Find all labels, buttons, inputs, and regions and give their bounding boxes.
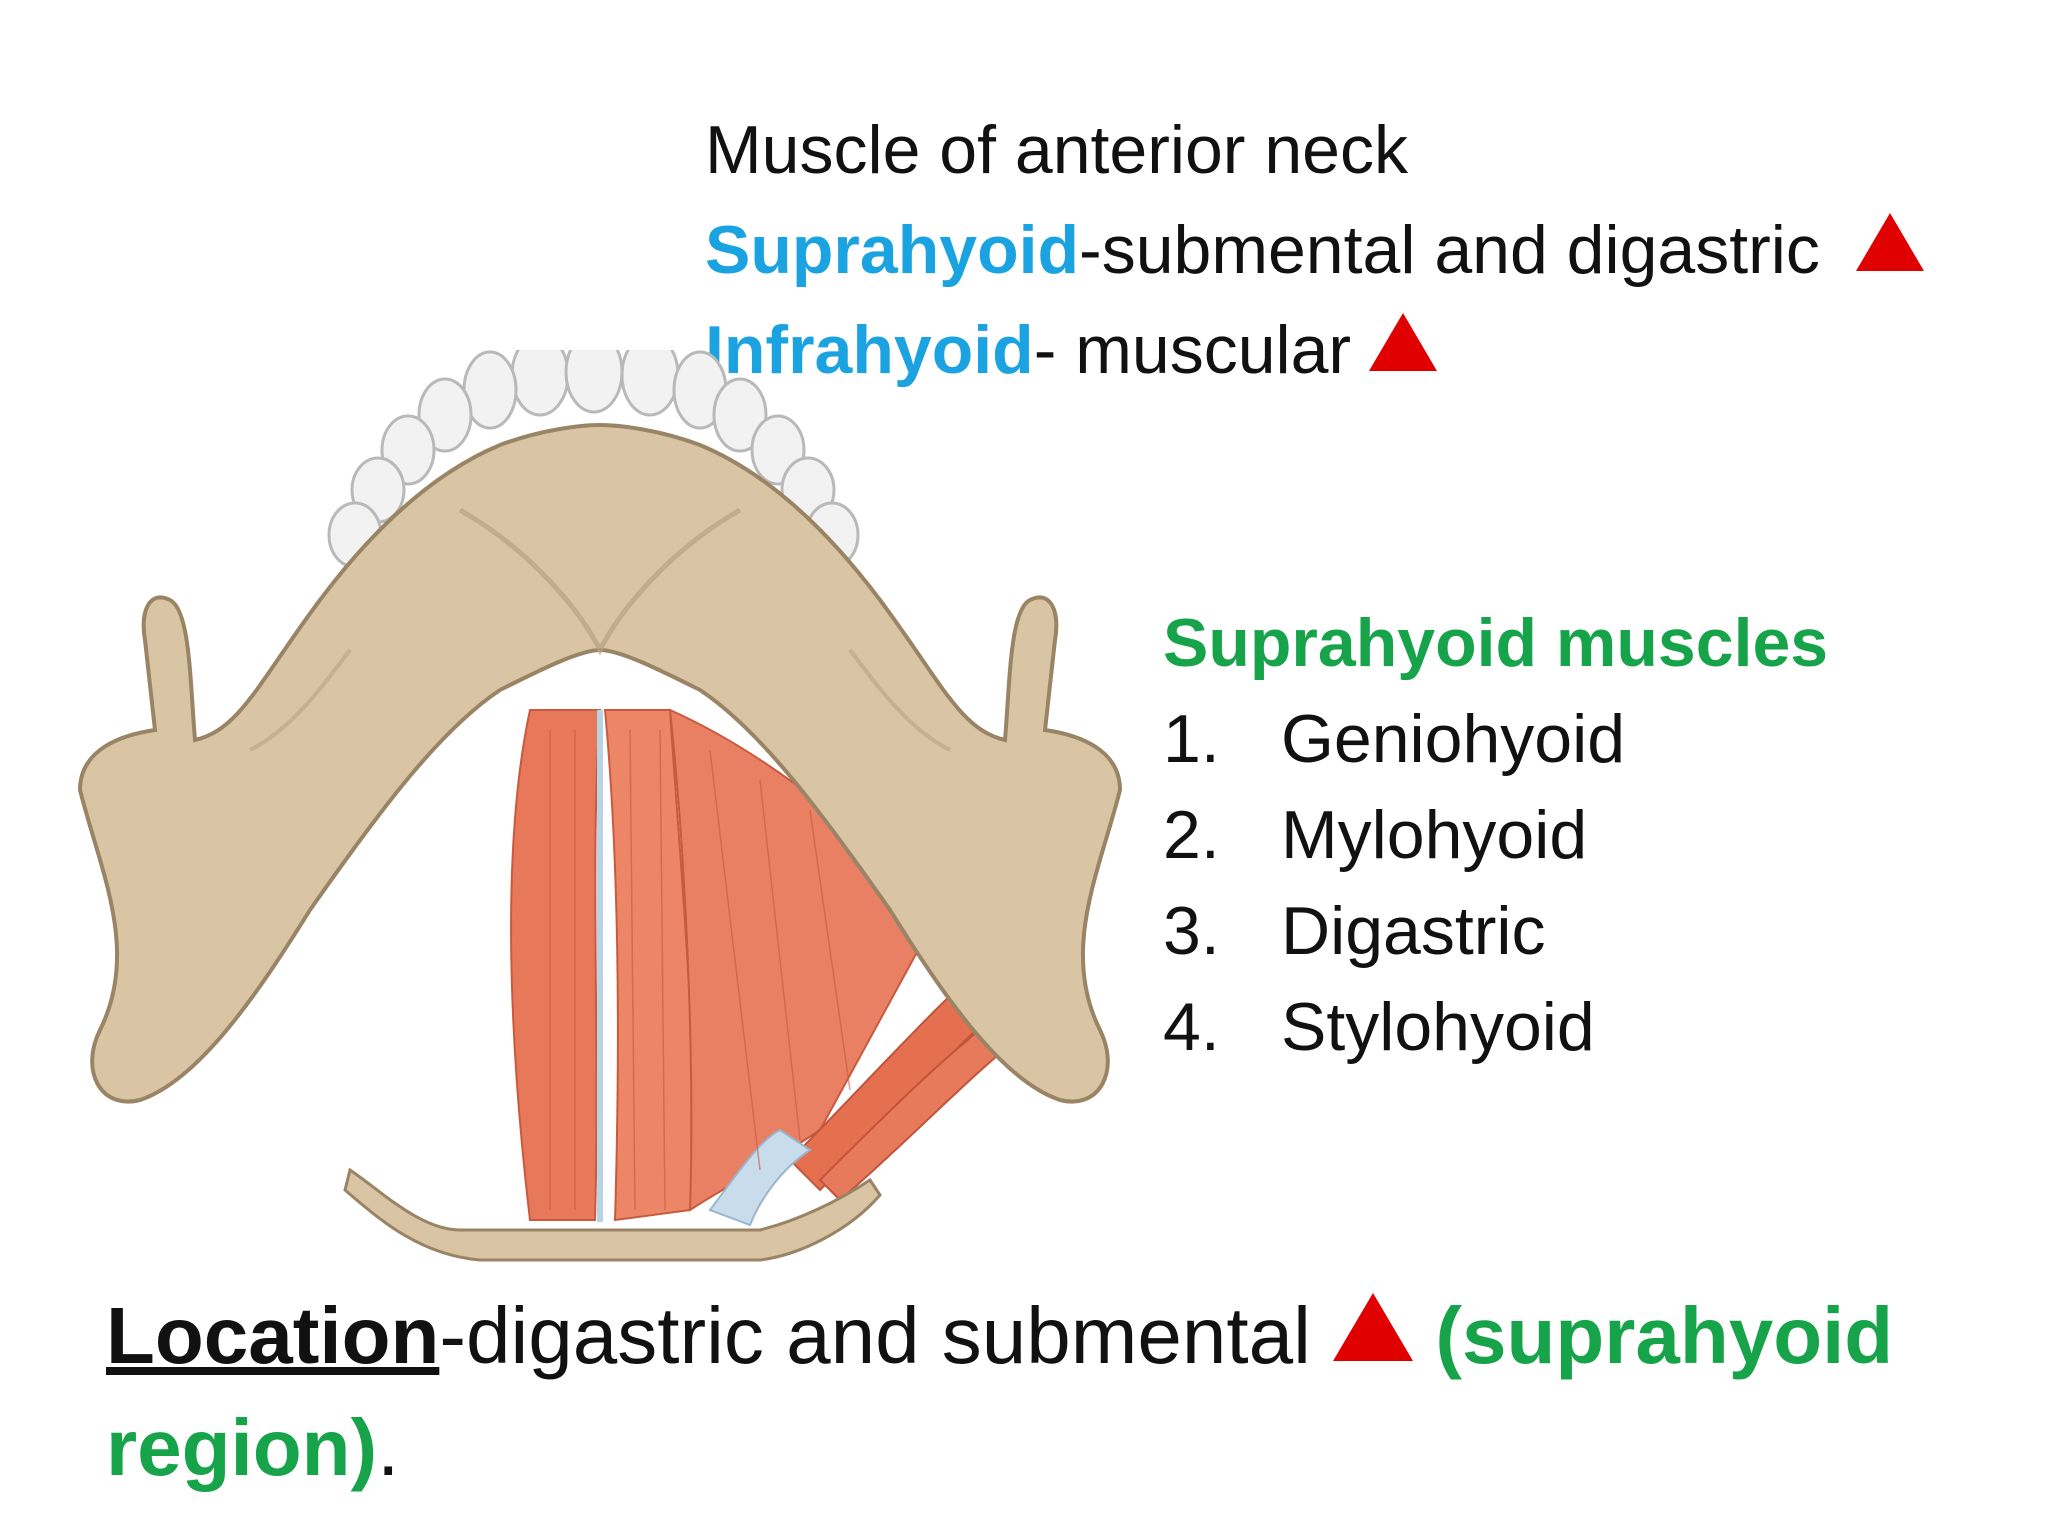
hyoid-bone: [343, 1167, 882, 1262]
infrahyoid-desc: - muscular: [1033, 312, 1352, 388]
list-item: 1. Geniohyoid: [1163, 691, 2023, 787]
red-triangle-icon: [1369, 313, 1438, 371]
heading-line-3: Infrahyoid- muscular: [705, 300, 2005, 400]
list-item-label: Mylohyoid: [1281, 797, 1588, 873]
list-item-number: 4.: [1163, 989, 1220, 1065]
list-item-label: Geniohyoid: [1281, 701, 1626, 777]
suprahyoid-term: Suprahyoid: [705, 212, 1080, 288]
list-item-number: 3.: [1163, 893, 1220, 969]
heading-line-2: Suprahyoid-submental and digastric: [705, 200, 2005, 300]
location-statement: Location-digastric and submental (suprah…: [106, 1280, 2006, 1504]
mandible: [77, 422, 1123, 1104]
geniohyoid-left: [510, 709, 602, 1221]
heading-block: Muscle of anterior neck Suprahyoid-subme…: [705, 100, 2005, 400]
list-item-number: 1.: [1163, 701, 1220, 777]
location-text: -digastric and submental: [439, 1291, 1311, 1380]
infrahyoid-term: Infrahyoid: [705, 312, 1034, 388]
list-item-number: 2.: [1163, 797, 1220, 873]
heading-title: Muscle of anterior neck: [705, 112, 1408, 188]
location-highlight-1: (suprahyoid: [1435, 1291, 1894, 1380]
suprahyoid-desc: -submental and digastric: [1079, 212, 1820, 288]
location-label: Location: [106, 1291, 440, 1380]
red-triangle-icon: [1333, 1293, 1414, 1361]
list-item-label: Digastric: [1281, 893, 1546, 969]
suprahyoid-list: Suprahyoid muscles 1. Geniohyoid 2. Mylohy…: [1163, 595, 2023, 1075]
list-item-label: Stylohyoid: [1281, 989, 1595, 1065]
list-item: 3. Digastric: [1163, 883, 2023, 979]
intermediate-tendon: [708, 1128, 812, 1227]
red-triangle-icon: [1855, 213, 1924, 271]
list-item: 4. Stylohyoid: [1163, 979, 2023, 1075]
location-highlight-2: region): [106, 1403, 378, 1492]
list-item: 2. Mylohyoid: [1163, 787, 2023, 883]
location-end: .: [377, 1403, 400, 1492]
mandible-illustration: [77, 350, 1123, 1262]
list-heading: Suprahyoid muscles: [1163, 605, 1829, 681]
heading-line-1: Muscle of anterior neck: [705, 100, 2005, 200]
